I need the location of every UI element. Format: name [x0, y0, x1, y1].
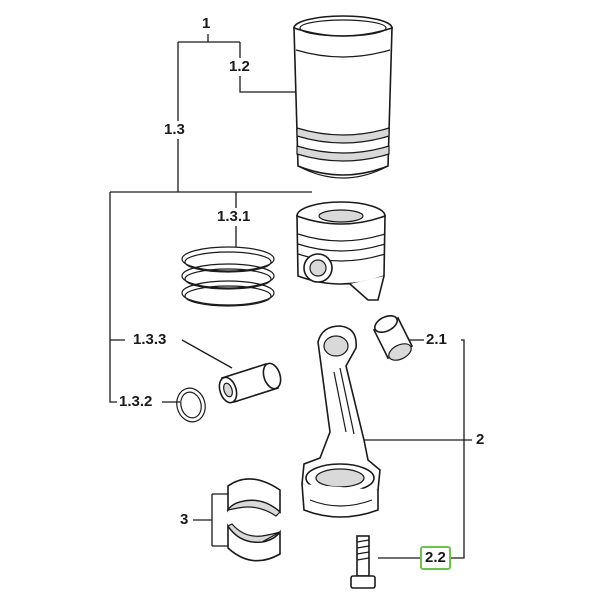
- leader-1-group: [177, 34, 296, 192]
- callout-1-3: 1.3: [162, 121, 187, 139]
- piston-rings: [181, 246, 275, 307]
- bolt: [350, 535, 376, 589]
- callout-2: 2: [474, 431, 487, 449]
- callout-1-2: 1.2: [227, 58, 252, 76]
- callout-1-3-2: 1.3.2: [117, 393, 155, 411]
- callout-2-1: 2.1: [424, 331, 449, 349]
- bearing-shells: [226, 478, 281, 562]
- small-end-bushing: [372, 314, 414, 361]
- callout-1-3-1: 1.3.1: [215, 208, 253, 226]
- circlip: [176, 387, 206, 423]
- leader-2-1: [408, 339, 465, 559]
- leader-1-3-3: [181, 339, 233, 369]
- connecting-rod: [301, 325, 381, 518]
- piston: [296, 201, 386, 301]
- callout-1: 1: [200, 15, 213, 33]
- callout-1-3-3: 1.3.3: [131, 331, 169, 349]
- leader-1-3-group: [109, 191, 312, 403]
- callout-3: 3: [178, 511, 191, 529]
- leader-lines: [109, 34, 472, 559]
- cylinder-liner: [293, 15, 393, 179]
- leader-3: [193, 493, 228, 547]
- callout-2-2[interactable]: 2.2: [420, 546, 451, 570]
- piston-pin: [218, 362, 282, 404]
